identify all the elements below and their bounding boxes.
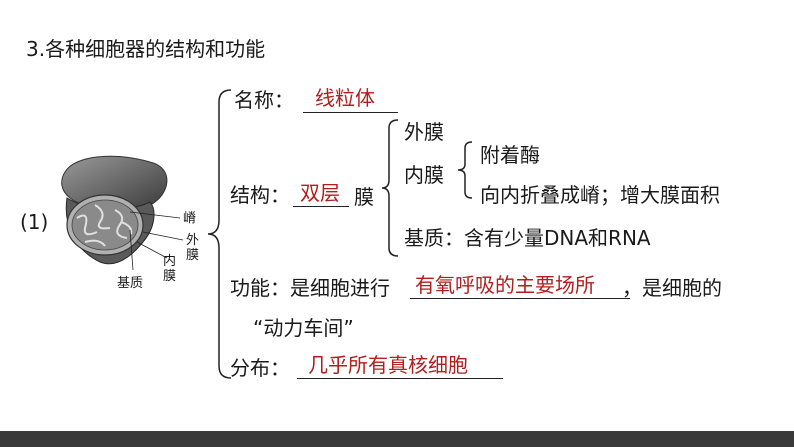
outer-membrane-leader [142,231,184,241]
bottom-bar [0,431,794,447]
ridge-leader [129,211,181,219]
main-brace [207,89,232,379]
distribution-label: 分布： [230,356,290,380]
label-ridge: 嵴 [183,211,197,226]
name-underline [303,112,398,113]
function-label: 功能：是细胞进行 [230,276,390,300]
label-outer-membrane: 外膜 [186,233,200,263]
page-title: 3.各种细胞器的结构和功能 [26,37,266,61]
inner-membrane-brace [457,141,473,199]
name-label: 名称： [234,88,294,112]
distribution-underline [297,378,503,379]
matrix-leader [129,229,134,271]
structure-underline [293,206,349,207]
label-inner-membrane: 内膜 [163,254,177,284]
function-underline [410,298,630,299]
inner-detail-enzyme: 附着酶 [480,143,540,167]
mitochondrion-illustration [61,155,184,271]
inner-detail-cristae: 向内折叠成嵴；增大膜面积 [480,183,720,207]
structure-label: 结构： [230,183,290,207]
outer-membrane-text: 外膜 [404,120,444,144]
item-number: (1) [20,210,49,234]
inner-membrane-leader [136,241,168,259]
structure-suffix: 膜 [354,185,374,209]
inner-membrane-text: 内膜 [404,163,444,187]
function-suffix: ，是细胞的 [622,276,722,300]
name-answer: 线粒体 [315,86,375,110]
matrix-text: 基质：含有少量DNA和RNA [404,226,651,250]
structure-answer: 双层 [300,181,340,205]
function-answer: 有氧呼吸的主要场所 [415,273,595,297]
label-matrix: 基质 [117,276,144,291]
distribution-answer: 几乎所有真核细胞 [308,353,468,377]
function-line2: “动力车间” [253,316,354,340]
structure-brace [381,119,399,257]
